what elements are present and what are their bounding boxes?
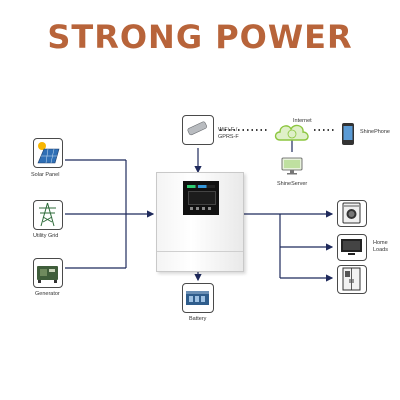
washing-machine-icon [342, 202, 361, 224]
wifi-label: WiFi-F / GPRS-F [218, 127, 239, 140]
wifi-module-box [182, 115, 214, 145]
power-tower-icon [39, 202, 56, 227]
internet-label: Internet [293, 118, 312, 124]
internet-cloud-icon [274, 124, 309, 141]
inverter [156, 172, 244, 272]
washer-box [337, 200, 367, 227]
solar-panel-icon [37, 142, 60, 164]
generator-icon [37, 266, 58, 283]
battery-box [182, 283, 214, 313]
home-loads-label: Home Loads [373, 240, 388, 253]
button-row [190, 207, 212, 210]
battery-pack-icon [186, 291, 209, 305]
fridge-box [337, 265, 367, 294]
solar-panel-box [33, 138, 63, 168]
refrigerator-icon [342, 267, 361, 291]
inverter-display-panel [183, 181, 219, 215]
tv-box [337, 234, 367, 261]
shineserver-monitor-icon [281, 157, 303, 175]
generator-label: Generator [35, 291, 60, 297]
wifi-dongle-icon [187, 121, 207, 136]
utility-grid-box [33, 200, 63, 230]
smartphone-icon [342, 123, 354, 145]
page-title: STRONG POWER [47, 18, 353, 56]
shinephone-label: ShinePhone [360, 129, 390, 135]
inverter-bottom-panel [157, 251, 243, 252]
solar-panel-label: Solar Panel [31, 172, 60, 178]
battery-label: Battery [189, 316, 207, 322]
shineserver-label: ShineServer [277, 181, 308, 187]
status-led-row [187, 185, 215, 188]
lcd-screen [188, 191, 216, 205]
generator-box [33, 258, 63, 288]
utility-grid-label: Utility Grid [33, 233, 59, 239]
tv-icon [341, 239, 362, 255]
